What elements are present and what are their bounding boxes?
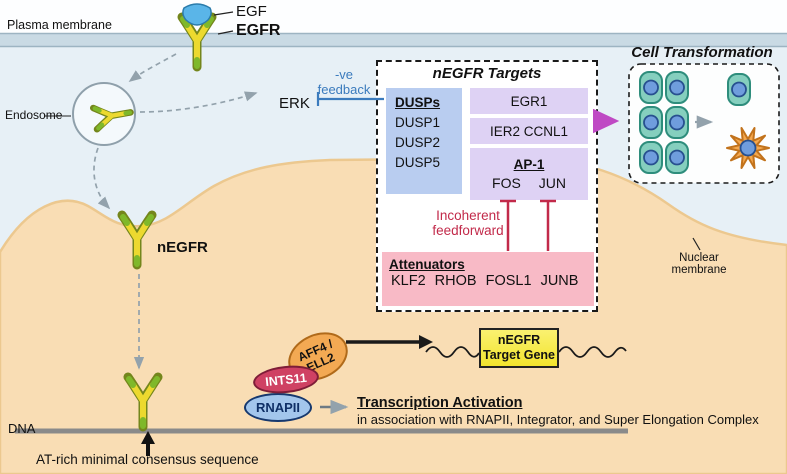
ap1-members: FOS JUN xyxy=(492,175,566,191)
targets-panel-title: nEGFR Targets xyxy=(432,65,542,82)
cell-transformation-graphic xyxy=(628,63,780,184)
nuclear-membrane-line1: Nuclear xyxy=(679,252,719,264)
negfr-label: nEGFR xyxy=(157,239,208,256)
attenuators-members: KLF2 RHOB FOSL1 JUNB xyxy=(391,273,579,289)
transformed-cell xyxy=(726,127,770,169)
ap1-header: AP-1 xyxy=(513,157,545,172)
internalization-arrow xyxy=(128,53,177,83)
erk-signaling-arrow xyxy=(139,91,258,113)
attenuators-box: Attenuators KLF2 RHOB FOSL1 JUNB xyxy=(382,252,594,306)
negative-feedback-label: -ve feedback xyxy=(306,67,382,97)
cell-transformation-title: Cell Transformation xyxy=(631,44,773,61)
erk-label: ERK xyxy=(279,95,310,112)
label-pointer-lines xyxy=(45,11,701,251)
at-rich-label: AT-rich minimal consensus sequence xyxy=(36,452,259,467)
nuclear-membrane-line2: membrane xyxy=(671,264,727,276)
ier2-ccnl1-box: IER2 CCNL1 xyxy=(470,118,588,144)
transcription-activation-title: Transcription Activation xyxy=(357,395,523,411)
plasma-membrane-label: Plasma membrane xyxy=(7,18,112,32)
egf-label: EGF xyxy=(236,3,267,20)
dusps-header: DUSPs xyxy=(395,95,441,110)
endosome-label: Endosome xyxy=(5,108,63,122)
nuclear-import-arrow xyxy=(93,147,111,210)
extracellular-background xyxy=(0,0,787,34)
rnapii-oval: RNAPII xyxy=(244,393,312,422)
gene-line2: Target Gene xyxy=(482,348,555,362)
negative-feedback-line1: -ve xyxy=(334,67,354,82)
gene-wave-right xyxy=(558,346,627,358)
egfr-label: EGFR xyxy=(236,22,281,39)
normal-cells xyxy=(639,71,751,174)
incoherent-feedforward-label: Incoherent feedforward xyxy=(408,208,528,238)
negfr-targets-panel: nEGFR Targets DUSPs DUSP1 DUSP2 DUSP5 EG… xyxy=(376,60,598,312)
consensus-arrow xyxy=(141,431,155,456)
egr1-box: EGR1 xyxy=(470,88,588,114)
dusps-item: DUSP5 xyxy=(395,155,441,170)
egf-ligand xyxy=(182,3,212,26)
dusps-group-box: DUSPs DUSP1 DUSP2 DUSP5 xyxy=(386,88,462,194)
attenuators-header: Attenuators xyxy=(389,257,465,272)
incoherent-line2: feedforward xyxy=(432,223,504,238)
dna-label: DNA xyxy=(8,421,36,436)
gene-line1: nEGFR xyxy=(497,333,541,347)
gene-activation-arrow xyxy=(346,335,433,349)
dusps-item: DUSP1 xyxy=(395,115,441,130)
trafficking-arrows xyxy=(93,53,258,370)
transcription-activation-sub: in association with RNAPII, Integrator, … xyxy=(357,412,759,427)
gene-wave-left xyxy=(425,346,480,358)
negative-feedback-line2: feedback xyxy=(317,81,371,97)
negfr-target-gene-box: nEGFR Target Gene xyxy=(479,328,559,368)
ap1-group-box: AP-1 FOS JUN xyxy=(470,148,588,200)
ints11-oval: INTS11 xyxy=(251,362,321,397)
nuclear-membrane-label: Nuclear membrane xyxy=(664,252,734,276)
incoherent-line1: Incoherent xyxy=(436,208,500,223)
dusps-item: DUSP2 xyxy=(395,135,441,150)
